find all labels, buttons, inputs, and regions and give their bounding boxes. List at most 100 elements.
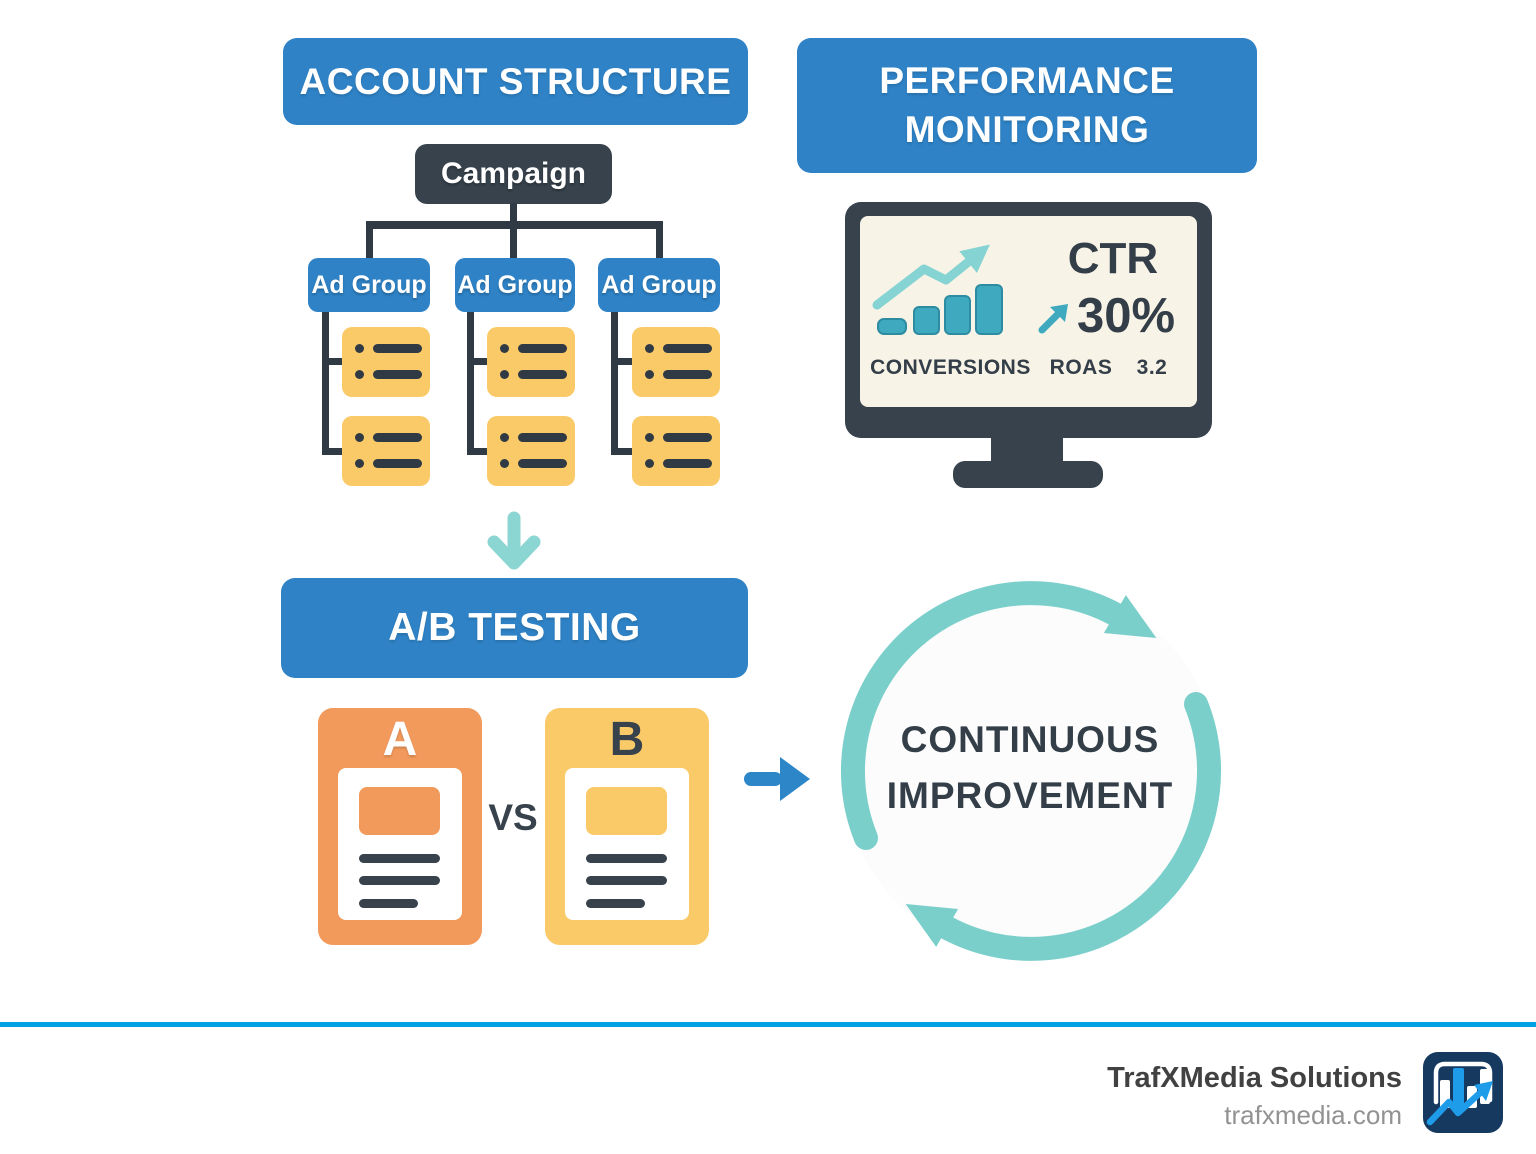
ad-list-row — [645, 370, 712, 379]
text-line-icon — [373, 433, 422, 442]
monitor-stand-base — [953, 461, 1103, 488]
bullet-dot-icon — [355, 344, 364, 353]
tree-connector-line — [656, 221, 663, 258]
down-arrow-icon — [487, 511, 541, 570]
bullet-dot-icon — [500, 459, 509, 468]
continuous-improvement-label: CONTINUOUS IMPROVEMENT — [855, 712, 1205, 823]
variant-b-label: B — [609, 713, 645, 766]
variant-b-card: B — [545, 708, 709, 945]
ad-card — [487, 327, 575, 397]
improvement-line: IMPROVEMENT — [886, 774, 1174, 816]
variant-a-preview — [338, 768, 462, 920]
ad-card — [632, 327, 720, 397]
ad-list-row — [355, 344, 422, 353]
ad-list-row — [500, 370, 567, 379]
logo-frame-icon — [1433, 1061, 1493, 1105]
ad-list-row — [500, 344, 567, 353]
text-line-icon — [518, 433, 567, 442]
tree-connector-line — [467, 448, 491, 455]
text-line-icon — [663, 459, 712, 468]
bullet-dot-icon — [645, 344, 654, 353]
text-line-icon — [663, 433, 712, 442]
roas-label: ROAS — [1049, 356, 1113, 379]
text-line-icon — [586, 899, 645, 908]
company-name: TrafXMedia Solutions — [1107, 1062, 1402, 1094]
ad-card — [632, 416, 720, 486]
text-line-icon — [373, 459, 422, 468]
performance-monitoring-title: PERFORMANCE MONITORING — [879, 60, 1175, 150]
bullet-dot-icon — [645, 459, 654, 468]
image-placeholder-icon — [359, 787, 440, 835]
ad-card — [342, 327, 430, 397]
text-line-icon — [663, 344, 712, 353]
ab-testing-header: A/B TESTING — [281, 578, 748, 678]
text-line-icon — [359, 899, 418, 908]
ad-list-row — [355, 459, 422, 468]
bullet-dot-icon — [355, 433, 364, 442]
tree-connector-line — [510, 221, 517, 258]
ab-testing-title: A/B TESTING — [388, 606, 641, 649]
campaign-node: Campaign — [415, 144, 612, 204]
tree-connector-line — [510, 203, 517, 228]
text-line-icon — [518, 344, 567, 353]
text-line-icon — [359, 876, 440, 885]
bullet-dot-icon — [500, 433, 509, 442]
trafxmedia-logo — [1423, 1052, 1503, 1133]
ad-list-row — [645, 433, 712, 442]
footer-divider — [0, 1022, 1536, 1027]
ad-list-row — [355, 370, 422, 379]
bullet-dot-icon — [645, 370, 654, 379]
ad-list-row — [500, 459, 567, 468]
ad-group-label: Ad Group — [601, 270, 717, 299]
conversions-label: CONVERSIONS — [870, 356, 1031, 379]
growth-arrow-icon — [1038, 304, 1068, 334]
vs-label: VS — [488, 797, 538, 838]
tree-connector-line — [322, 448, 346, 455]
ad-card — [487, 416, 575, 486]
ad-group-node-3: Ad Group — [598, 258, 720, 312]
text-line-icon — [373, 370, 422, 379]
bullet-dot-icon — [500, 344, 509, 353]
logo-growth-arrow-icon — [1426, 1081, 1493, 1126]
ad-list-row — [500, 433, 567, 442]
text-line-icon — [586, 854, 667, 863]
ad-group-label: Ad Group — [457, 270, 573, 299]
text-line-icon — [518, 370, 567, 379]
tree-connector-line — [611, 448, 635, 455]
tree-connector-line — [322, 312, 329, 455]
cycle-arrows-icon — [840, 581, 1222, 961]
ad-group-node-1: Ad Group — [308, 258, 430, 312]
tree-connector-line — [611, 358, 635, 365]
website-url: trafxmedia.com — [1224, 1100, 1402, 1130]
variant-a-card: A — [318, 708, 482, 945]
continuous-line: CONTINUOUS — [900, 719, 1160, 760]
ad-group-node-2: Ad Group — [455, 258, 575, 312]
ad-list-row — [645, 344, 712, 353]
ad-list-row — [355, 433, 422, 442]
tree-connector-line — [611, 312, 618, 455]
campaign-label: Campaign — [440, 157, 587, 190]
variant-b-preview — [565, 768, 689, 920]
bullet-dot-icon — [645, 433, 654, 442]
trend-arrow-icon — [872, 244, 990, 310]
text-line-icon — [518, 459, 567, 468]
performance-monitoring-header: PERFORMANCE MONITORING — [797, 38, 1257, 173]
tree-connector-line — [467, 358, 491, 365]
ad-list-row — [645, 459, 712, 468]
text-line-icon — [373, 344, 422, 353]
account-structure-header: ACCOUNT STRUCTURE — [283, 38, 748, 125]
tree-connector-line — [467, 312, 474, 455]
text-line-icon — [359, 854, 440, 863]
ad-card — [342, 416, 430, 486]
ctr-label: CTR — [1067, 234, 1159, 283]
tree-connector-line — [322, 358, 346, 365]
tree-connector-line — [366, 221, 373, 258]
ad-group-label: Ad Group — [311, 270, 427, 299]
bar-chart-icon — [872, 244, 1003, 335]
bullet-dot-icon — [355, 370, 364, 379]
text-line-icon — [586, 876, 667, 885]
bullet-dot-icon — [355, 459, 364, 468]
variant-a-label: A — [382, 713, 418, 766]
account-structure-title: ACCOUNT STRUCTURE — [299, 60, 732, 102]
